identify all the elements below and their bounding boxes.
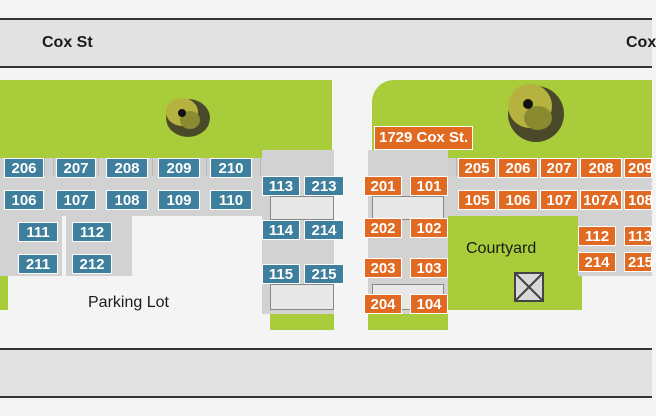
parking-lot-label: Parking Lot [88, 294, 169, 311]
lawn-left-stair [270, 312, 334, 330]
unit-106[interactable]: 106 [4, 190, 44, 210]
unit-208[interactable]: 208 [106, 158, 148, 178]
unit-108-east[interactable]: 108 [624, 190, 653, 210]
unit-207-east[interactable]: 207 [540, 158, 578, 178]
unit-201[interactable]: 201 [364, 176, 402, 196]
unit-104[interactable]: 104 [410, 294, 448, 314]
unit-204[interactable]: 204 [364, 294, 402, 314]
unit-111[interactable]: 111 [18, 222, 58, 242]
unit-210[interactable]: 210 [210, 158, 252, 178]
street-label-right: Cox [626, 34, 656, 51]
unit-212[interactable]: 212 [72, 254, 112, 274]
unit-202[interactable]: 202 [364, 218, 402, 238]
right-stair-upper [372, 196, 444, 220]
unit-113[interactable]: 113 [262, 176, 300, 196]
unit-215-east[interactable]: 215 [624, 252, 653, 272]
unit-107-east[interactable]: 107 [540, 190, 578, 210]
unit-209[interactable]: 209 [158, 158, 200, 178]
unit-213[interactable]: 213 [304, 176, 344, 196]
unit-214-east[interactable]: 214 [578, 252, 616, 272]
unit-115[interactable]: 115 [262, 264, 300, 284]
left-stair-lower [270, 284, 334, 310]
courtyard-label: Courtyard [466, 240, 537, 257]
left-stair-upper [270, 196, 334, 220]
courtyard-lawn [440, 216, 582, 310]
unit-109[interactable]: 109 [158, 190, 200, 210]
lawn-left [0, 80, 332, 158]
unit-107[interactable]: 107 [56, 190, 96, 210]
unit-203[interactable]: 203 [364, 258, 402, 278]
unit-211[interactable]: 211 [18, 254, 58, 274]
unit-101[interactable]: 101 [410, 176, 448, 196]
unit-113-east[interactable]: 113 [624, 226, 652, 246]
unit-214[interactable]: 214 [304, 220, 344, 240]
unit-102[interactable]: 102 [410, 218, 448, 238]
unit-114[interactable]: 114 [262, 220, 300, 240]
unit-209-east[interactable]: 209 [624, 158, 653, 178]
lawn-left-strip [0, 276, 8, 310]
unit-103[interactable]: 103 [410, 258, 448, 278]
unit-215[interactable]: 215 [304, 264, 344, 284]
unit-208-east[interactable]: 208 [580, 158, 622, 178]
address-label: 1729 Cox St. [374, 126, 474, 150]
street-top [0, 18, 652, 68]
unit-110[interactable]: 110 [210, 190, 252, 210]
unit-105-east[interactable]: 105 [458, 190, 496, 210]
unit-112-east[interactable]: 112 [578, 226, 616, 246]
lawn-right-stair [368, 312, 448, 330]
unit-207[interactable]: 207 [56, 158, 96, 178]
unit-206[interactable]: 206 [4, 158, 44, 178]
street-bottom [0, 348, 652, 398]
tree-icon [500, 76, 568, 151]
unit-107a-east[interactable]: 107A [580, 190, 622, 210]
unit-206-east[interactable]: 206 [498, 158, 538, 178]
unit-205-east[interactable]: 205 [458, 158, 496, 178]
unit-106-east[interactable]: 106 [498, 190, 538, 210]
street-label-left: Cox St [42, 34, 93, 51]
unit-108[interactable]: 108 [106, 190, 148, 210]
mailbox-icon [514, 272, 544, 307]
tree-icon [160, 92, 214, 147]
unit-112[interactable]: 112 [72, 222, 112, 242]
